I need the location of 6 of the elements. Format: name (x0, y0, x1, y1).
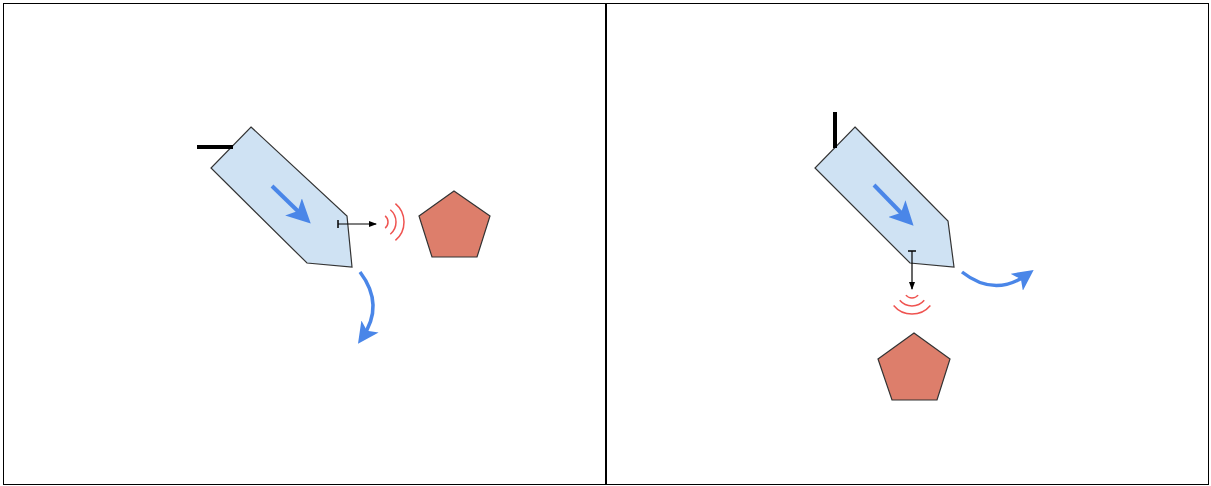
probe-drawing (813, 110, 956, 269)
pentagon-shape (876, 331, 952, 402)
panel (3, 3, 606, 485)
pentagon-shape (417, 189, 492, 259)
panel (606, 3, 1209, 485)
probe-drawing (196, 125, 354, 269)
